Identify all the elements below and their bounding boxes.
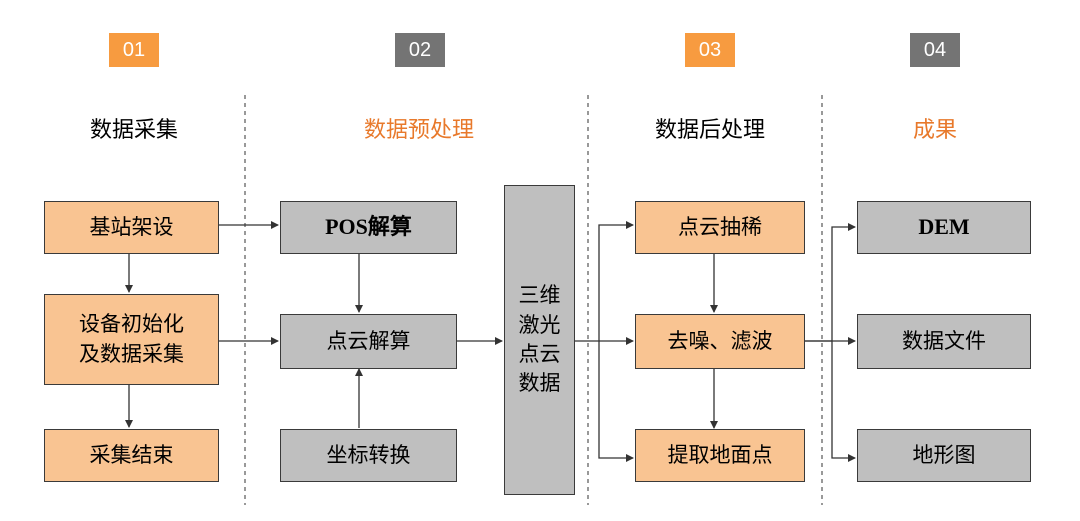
node-pointcloud-thinning: 点云抽稀 [635, 201, 805, 254]
node-pointcloud-solve: 点云解算 [280, 314, 457, 369]
column-title-results: 成果 [912, 118, 957, 143]
step-badge-02: 02 [395, 33, 445, 67]
node-collection-end: 采集结束 [44, 429, 219, 482]
node-dem: DEM [857, 201, 1031, 254]
node-denoise-filter: 去噪、滤波 [635, 314, 805, 369]
node-3d-lidar-pointcloud-data: 三维 激光 点云 数据 [504, 185, 575, 495]
node-device-init-collection: 设备初始化 及数据采集 [44, 294, 219, 385]
node-coordinate-transform: 坐标转换 [280, 429, 457, 482]
column-title-postprocessing: 数据后处理 [654, 118, 765, 143]
node-topographic-map: 地形图 [857, 429, 1031, 482]
node-base-station-setup: 基站架设 [44, 201, 219, 254]
node-pos-solve: POS解算 [280, 201, 457, 254]
step-badge-01: 01 [109, 33, 159, 67]
column-title-preprocessing: 数据预处理 [363, 118, 474, 143]
column-title-collection: 数据采集 [89, 118, 178, 143]
node-ground-point-extract: 提取地面点 [635, 429, 805, 482]
step-badge-04: 04 [910, 33, 960, 67]
node-data-file: 数据文件 [857, 314, 1031, 369]
step-badge-03: 03 [685, 33, 735, 67]
